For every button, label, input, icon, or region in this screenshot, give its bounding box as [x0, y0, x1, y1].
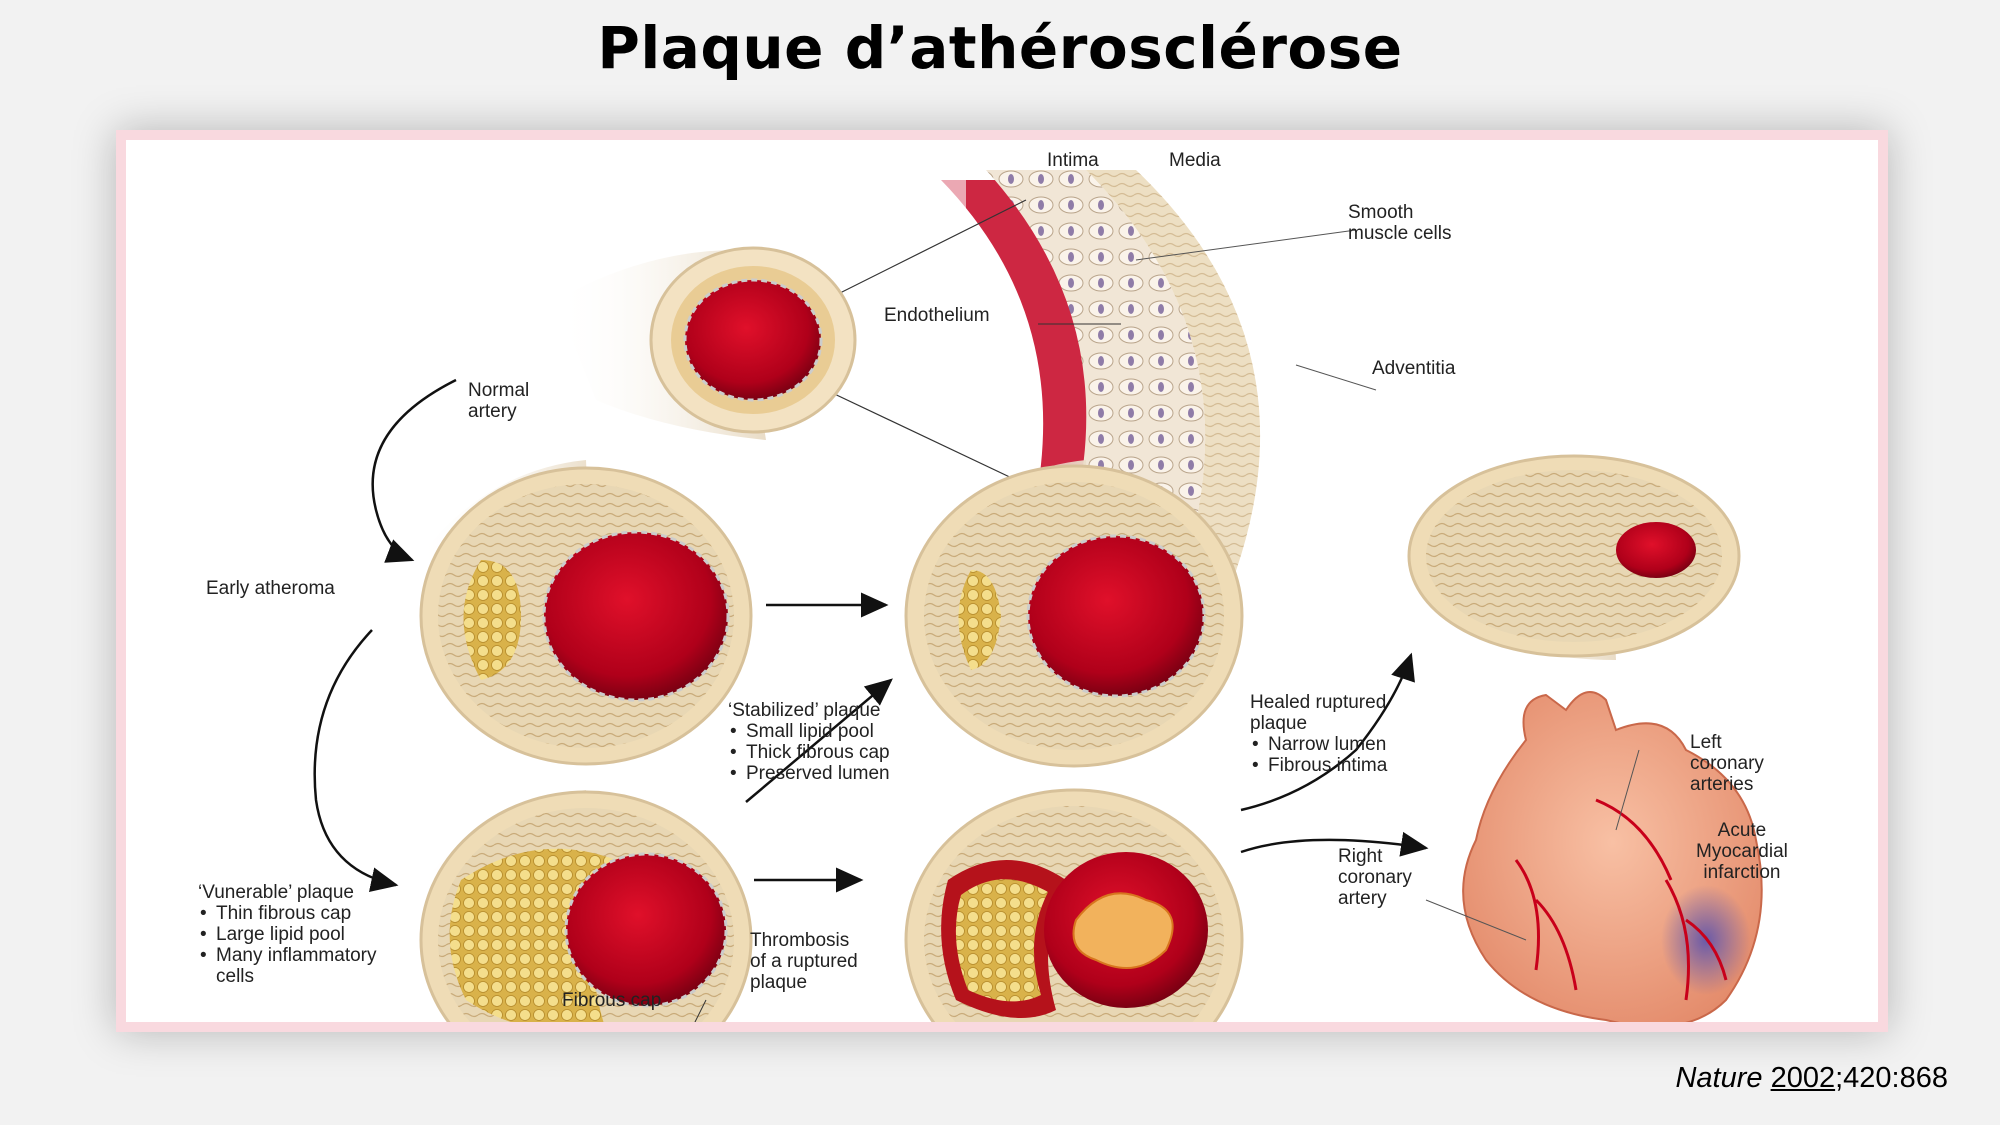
stabilized-plaque-section: [904, 460, 1244, 768]
label-left-coronary-arteries: Left coronary arteries: [1690, 732, 1764, 795]
label-media: Media: [1169, 150, 1221, 171]
label-healed-plaque: Healed ruptured plaque Narrow lumen Fibr…: [1250, 692, 1387, 776]
thrombosis-section: [904, 788, 1244, 1022]
normal-artery-section: [556, 246, 857, 440]
label-normal-artery: Normal artery: [468, 380, 530, 422]
label-intima: Intima: [1047, 150, 1099, 171]
label-vulnerable-plaque: ‘Vunerable’ plaque Thin fibrous cap Larg…: [198, 882, 377, 987]
vulnerable-heading: ‘Vunerable’ plaque: [198, 882, 354, 903]
citation: Nature 2002;420:868: [1675, 1062, 1948, 1095]
vulnerable-plaque-section: [416, 790, 753, 1022]
slide-title: Plaque d’athérosclérose: [597, 14, 1403, 82]
label-acute-myocardial-infarction: Acute Myocardial infarction: [1696, 820, 1788, 883]
citation-rest: ;420:868: [1835, 1062, 1948, 1094]
healed-item: Narrow lumen: [1250, 734, 1387, 755]
label-stabilized-plaque: ‘Stabilized’ plaque Small lipid pool Thi…: [728, 700, 890, 784]
figure-frame: Intima Media Smooth muscle cells Endothe…: [116, 130, 1888, 1032]
vulnerable-item: Many inflammatory cells: [198, 945, 377, 987]
label-right-coronary-artery: Right coronary artery: [1338, 846, 1412, 909]
stabilized-item: Preserved lumen: [728, 763, 890, 784]
label-early-atheroma: Early atheroma: [206, 578, 335, 599]
stabilized-item: Thick fibrous cap: [728, 742, 890, 763]
heart-illustration: [1462, 691, 1763, 1022]
stabilized-heading: ‘Stabilized’ plaque: [728, 700, 881, 721]
vulnerable-item: Large lipid pool: [198, 924, 377, 945]
healed-item: Fibrous intima: [1250, 755, 1387, 776]
early-atheroma-section: [416, 460, 753, 766]
healed-heading: Healed ruptured plaque: [1250, 692, 1387, 734]
label-thrombosis: Thrombosis of a ruptured plaque: [750, 930, 858, 993]
citation-year: 2002: [1770, 1062, 1836, 1094]
atherosclerosis-illustration: [313, 160, 1763, 1022]
label-fibrous-cap: Fibrous cap: [562, 990, 662, 1011]
vulnerable-item: Thin fibrous cap: [198, 903, 377, 924]
label-smooth-muscle-cells: Smooth muscle cells: [1348, 202, 1452, 244]
citation-journal: Nature: [1675, 1062, 1763, 1094]
label-endothelium: Endothelium: [884, 305, 990, 326]
figure-panel: Intima Media Smooth muscle cells Endothe…: [126, 140, 1878, 1022]
stabilized-item: Small lipid pool: [728, 721, 890, 742]
healed-plaque-section: [1407, 454, 1741, 660]
label-adventitia: Adventitia: [1372, 358, 1456, 379]
